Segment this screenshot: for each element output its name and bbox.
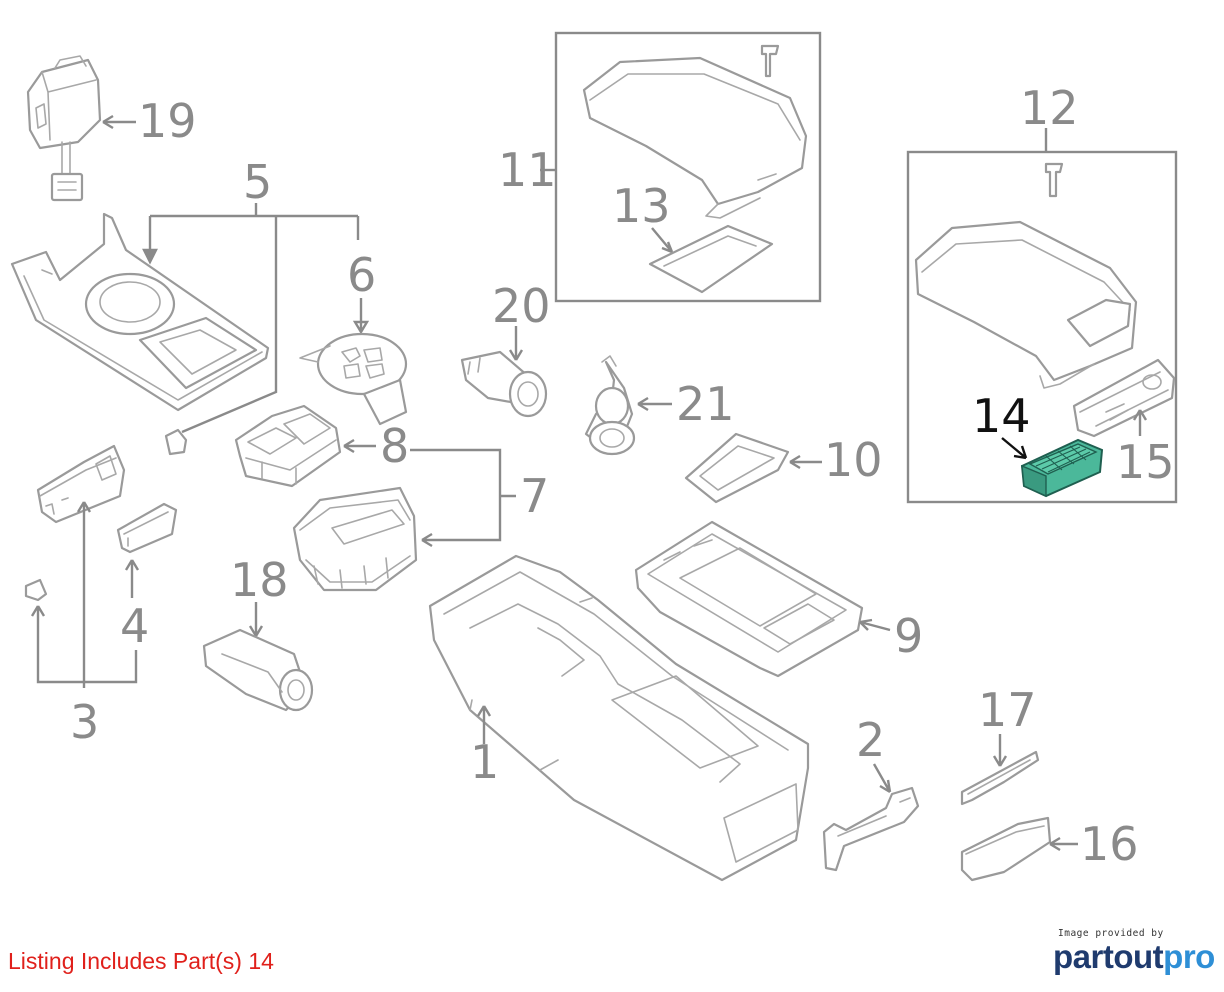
callout-8[interactable]: 8 — [380, 419, 409, 473]
part-4-bracket[interactable] — [116, 502, 178, 554]
callout-12[interactable]: 12 — [1020, 81, 1079, 135]
part-3-switch-panel[interactable] — [36, 444, 126, 524]
part-5-shifter-bezel[interactable] — [10, 212, 270, 412]
callout-13[interactable]: 13 — [612, 179, 671, 233]
part-18-switch[interactable] — [202, 628, 314, 712]
callout-6[interactable]: 6 — [347, 248, 376, 302]
image-provider-caption: Image provided by — [1058, 928, 1164, 939]
callout-19[interactable]: 19 — [138, 94, 197, 148]
callout-2[interactable]: 2 — [856, 713, 885, 767]
part-5-clip[interactable] — [164, 428, 188, 456]
part-8-cup-holder[interactable] — [234, 404, 342, 488]
part-11-armrest-lid[interactable] — [582, 44, 808, 219]
callout-15[interactable]: 15 — [1116, 435, 1175, 489]
callout-10[interactable]: 10 — [824, 433, 883, 487]
part-3-clip[interactable] — [24, 578, 48, 602]
part-12-armrest-lid[interactable] — [914, 162, 1138, 389]
callout-17[interactable]: 17 — [978, 683, 1037, 737]
callout-18[interactable]: 18 — [230, 553, 289, 607]
part-7-console-insert[interactable] — [292, 486, 418, 592]
part-13-armrest-pad[interactable] — [648, 224, 774, 294]
logo-part-text: partout — [1053, 938, 1164, 975]
part-2-bracket[interactable] — [822, 786, 920, 872]
callout-7[interactable]: 7 — [520, 469, 549, 523]
callout-16[interactable]: 16 — [1080, 817, 1139, 871]
callout-5[interactable]: 5 — [243, 155, 272, 209]
callout-14[interactable]: 14 — [972, 389, 1031, 443]
part-12-group-frame — [906, 150, 1178, 504]
part-17-trim-strip[interactable] — [960, 750, 1040, 806]
listing-included-parts: Listing Includes Part(s) 14 — [8, 948, 274, 974]
part-11-group-frame — [554, 31, 822, 303]
callout-21[interactable]: 21 — [676, 377, 735, 431]
part-10-tray-mat[interactable] — [684, 432, 790, 504]
callout-4[interactable]: 4 — [120, 599, 149, 653]
part-15-rear-vent[interactable] — [1072, 358, 1176, 438]
part-1-console-body[interactable] — [428, 554, 810, 882]
logo-pro-text: pro — [1163, 938, 1215, 975]
part-21-socket-cap[interactable] — [584, 355, 636, 456]
callout-3[interactable]: 3 — [70, 695, 99, 749]
part-19-switch[interactable] — [26, 55, 102, 202]
partoutpro-logo[interactable]: partoutpro — [1053, 938, 1215, 976]
part-6-shift-indicator[interactable] — [299, 332, 408, 426]
part-16-cover[interactable] — [960, 816, 1052, 882]
callout-1[interactable]: 1 — [470, 735, 499, 789]
part-20-lighter[interactable] — [460, 350, 548, 418]
callout-9[interactable]: 9 — [894, 609, 923, 663]
callout-20[interactable]: 20 — [492, 279, 551, 333]
part-9-storage-tray[interactable] — [634, 520, 864, 678]
part-14-armrest-tray-mat[interactable] — [1020, 438, 1104, 498]
